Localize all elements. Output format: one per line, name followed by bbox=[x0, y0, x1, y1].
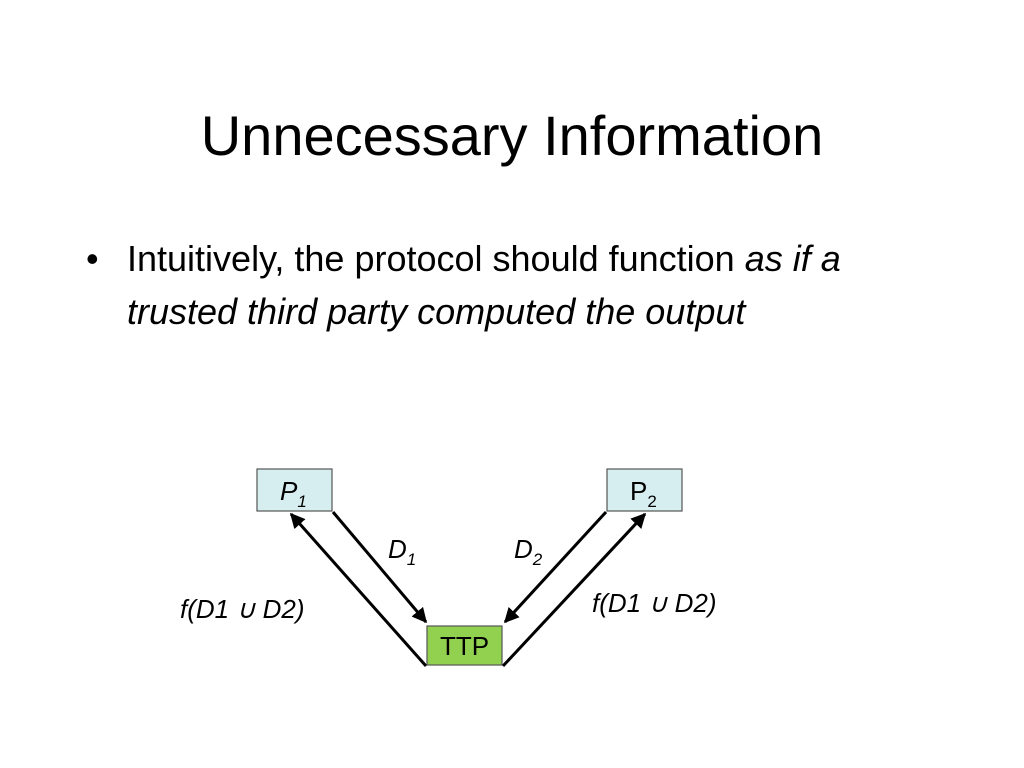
node-p1-box bbox=[256, 468, 333, 512]
bullet-text-plain: Intuitively, the protocol should functio… bbox=[127, 238, 745, 279]
node-ttp: TTP bbox=[426, 625, 503, 666]
edge-label-d1: D1 bbox=[388, 534, 416, 569]
node-p2-label: P2 bbox=[630, 476, 657, 511]
node-p1: P1 bbox=[256, 468, 333, 512]
edge-p1-to-ttp bbox=[331, 511, 428, 624]
node-ttp-label: TTP bbox=[440, 631, 489, 661]
bullet-text-italic: as if a trusted third party computed the… bbox=[127, 238, 841, 332]
edge-label-output-right: f(D1 ∪ D2) bbox=[592, 588, 717, 618]
edge-ttp-to-p2 bbox=[501, 512, 647, 668]
bullet-marker: • bbox=[86, 238, 99, 279]
node-p2-box bbox=[606, 468, 683, 512]
edge-p2-to-ttp bbox=[503, 510, 608, 624]
node-p1-label: P1 bbox=[280, 476, 307, 511]
edge-label-output-left: f(D1 ∪ D2) bbox=[180, 594, 305, 624]
edge-ttp-to-p1 bbox=[289, 512, 428, 667]
node-p2: P2 bbox=[606, 468, 683, 512]
edge-label-d2: D2 bbox=[514, 534, 543, 569]
bullet-text: Intuitively, the protocol should functio… bbox=[127, 232, 917, 338]
node-ttp-box bbox=[426, 625, 503, 666]
slide-title: Unnecessary Information bbox=[200, 104, 824, 167]
